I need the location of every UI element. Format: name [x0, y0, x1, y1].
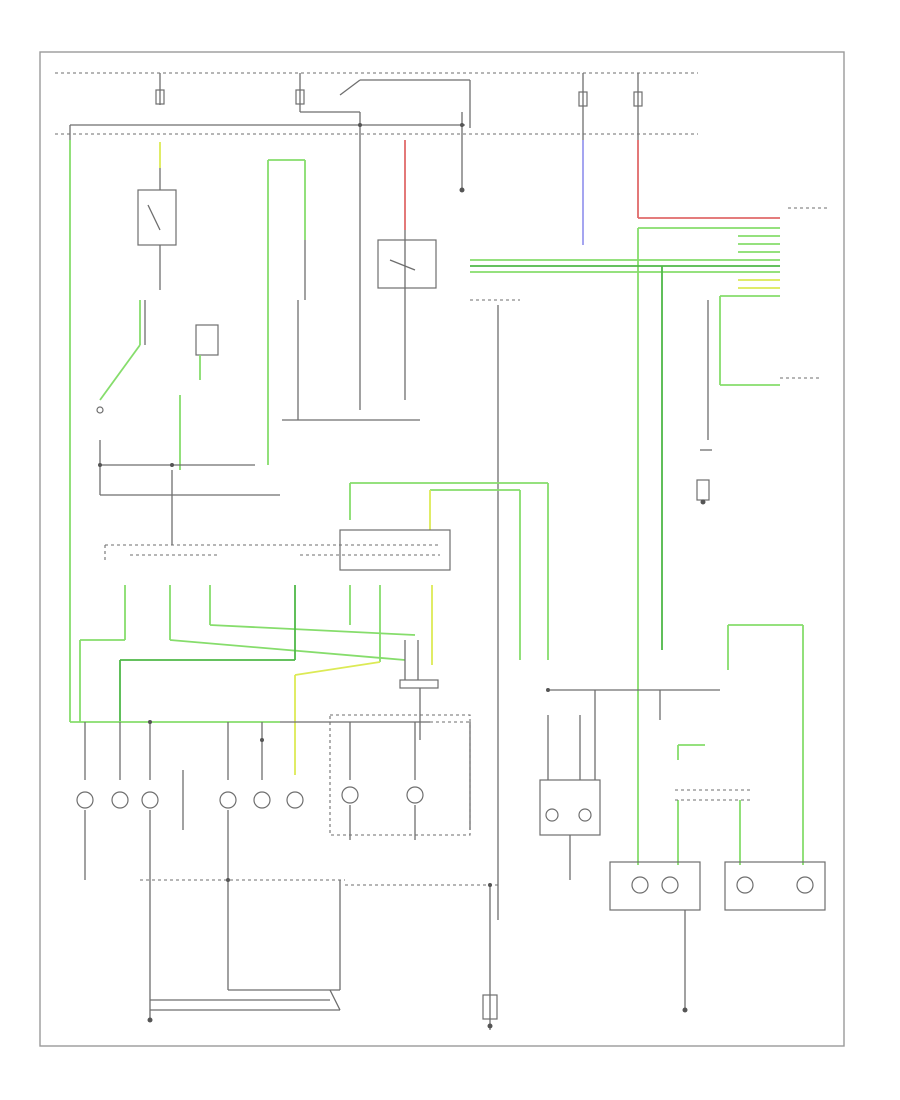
center-lamp-box — [329, 714, 471, 840]
bulb-icon — [111, 791, 129, 809]
lamp-assembly — [609, 861, 701, 911]
fuse-icon — [295, 89, 305, 105]
right-lamp-boxes — [609, 624, 826, 1013]
right-upper-wiring — [470, 140, 828, 865]
splice-dot-icon — [226, 878, 230, 882]
ground-icon — [682, 1007, 688, 1013]
splice-dot-icon — [148, 720, 152, 724]
bulb-icon — [661, 876, 679, 894]
middle-bus-wiring — [104, 482, 549, 660]
bulb-icon — [578, 808, 592, 822]
splice-dot-icon — [546, 688, 550, 692]
fuse-group — [155, 89, 643, 107]
fuse-icon — [155, 89, 165, 105]
bulb-icon — [796, 876, 814, 894]
splice-dot-icon — [399, 679, 439, 689]
relay-icon — [195, 324, 219, 356]
bulb-icon — [341, 786, 359, 804]
bulb-icon — [406, 786, 424, 804]
splice-dots — [98, 123, 550, 887]
bulb-icon — [76, 791, 94, 809]
diagram-frame — [39, 51, 845, 1047]
bulb-icon — [545, 808, 559, 822]
ground-icon — [147, 1017, 153, 1023]
ground-icon — [700, 499, 706, 505]
bulb-icon — [286, 791, 304, 809]
fuse-icon — [578, 91, 588, 107]
splice-dot-icon — [260, 738, 264, 742]
bulb-icon — [631, 876, 649, 894]
switch-icon — [137, 189, 177, 246]
right-center-lamp-group — [539, 715, 601, 880]
bulb-icon — [141, 791, 159, 809]
splice-dot-icon — [98, 463, 102, 467]
center-bottom-wiring — [345, 884, 500, 1030]
relay-icon — [339, 529, 451, 571]
splice-dot-icon — [358, 123, 362, 127]
ground-icon — [96, 406, 104, 414]
center-lamp-group — [150, 722, 341, 1011]
bulb-icon — [219, 791, 237, 809]
relay-icon — [377, 239, 437, 289]
left-lamp-group — [76, 722, 345, 1023]
left-column-wiring — [69, 125, 280, 722]
splice-dot-icon — [460, 123, 464, 127]
switch-icon — [696, 479, 710, 501]
bulb-icon — [736, 876, 754, 894]
splice-dot-icon — [488, 883, 492, 887]
ground-icon — [482, 994, 498, 1020]
center-upper-wiring — [267, 140, 520, 920]
fuse-icon — [633, 91, 643, 107]
relay-icon — [539, 779, 601, 836]
connector-row — [79, 585, 439, 775]
splice-dot-icon — [170, 463, 174, 467]
bulb-icon — [253, 791, 271, 809]
top-power-bus — [55, 72, 698, 142]
ground-icon — [487, 1023, 493, 1029]
lower-ground-bus — [70, 689, 720, 830]
ground-icon — [459, 187, 465, 193]
